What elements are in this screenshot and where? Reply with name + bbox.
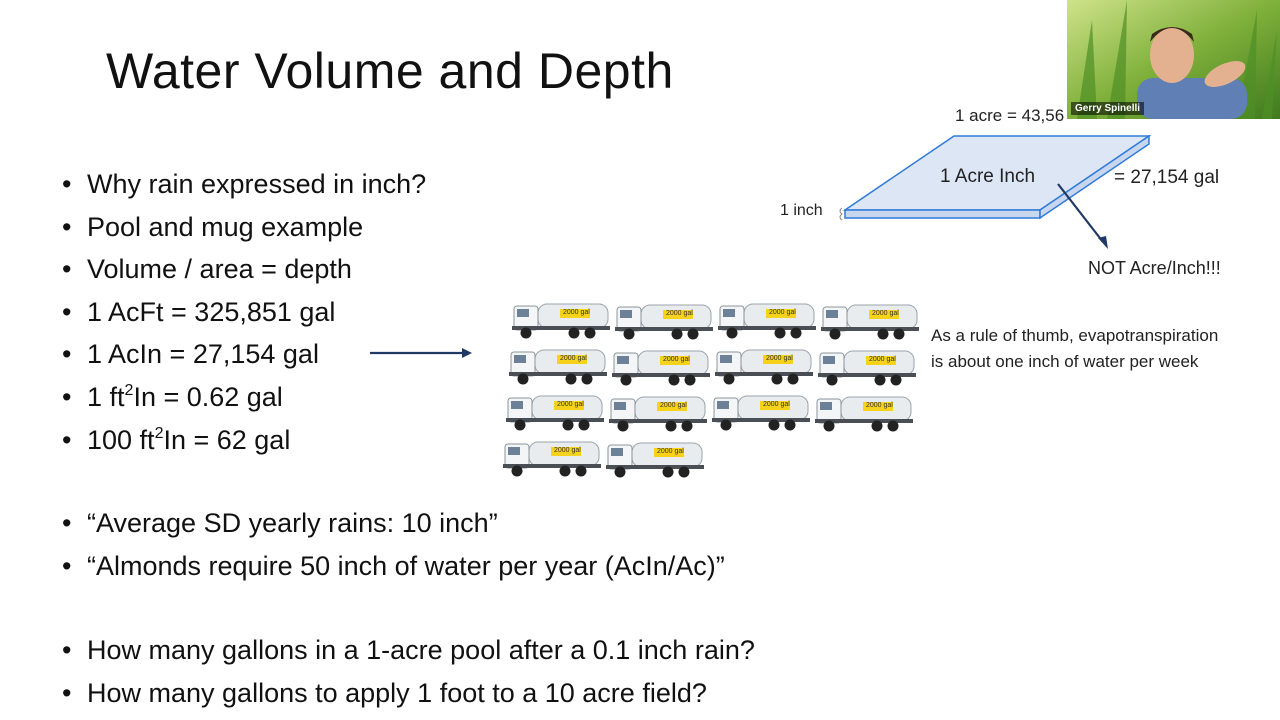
superscript: 2 (124, 381, 134, 399)
truck-capacity-label: 2000 gal (766, 355, 793, 362)
rule-of-thumb-note: As a rule of thumb, evapotranspiration i… (931, 326, 1219, 371)
bullet-text-post: In = 0.62 gal (133, 381, 283, 412)
water-truck-icon (821, 304, 919, 340)
depth-label: 1 inch (780, 202, 823, 219)
truck-capacity-label: 2000 gal (869, 356, 896, 363)
bullet-item: 1 AcFt = 325,851 gal (62, 291, 426, 334)
water-truck-icon (712, 395, 810, 431)
bullet-list-questions: How many gallons in a 1-acre pool after … (62, 629, 755, 714)
truck-capacity-label: 2000 gal (554, 447, 581, 454)
superscript: 2 (154, 424, 164, 442)
arrow-right-icon (370, 348, 472, 358)
slide-title: Water Volume and Depth (106, 43, 674, 99)
water-truck-icon (715, 349, 813, 385)
presenter-video-icon (1067, 0, 1280, 119)
bullet-list-rain-quotes: “Average SD yearly rains: 10 inch” “Almo… (62, 502, 725, 587)
bullet-item: How many gallons in a 1-acre pool after … (62, 629, 755, 672)
water-truck-icon (615, 304, 713, 340)
acre-plate-illustration (839, 134, 1152, 249)
water-truck-icon (512, 303, 610, 339)
bullet-item: Pool and mug example (62, 206, 426, 249)
bullet-list-conversions: Why rain expressed in inch? Pool and mug… (62, 163, 426, 461)
acre-area-label: 1 acre = 43,56 (955, 106, 1065, 125)
bullet-item: 1 ft2In = 0.62 gal (62, 376, 426, 419)
water-truck-icon (506, 395, 604, 431)
presenter-name-tag: Gerry Spinelli (1071, 102, 1145, 115)
truck-capacity-label: 2000 gal (560, 355, 587, 362)
water-truck-grid: 2000 gal 2000 gal 2000 gal 2000 gal 2000 gal… (500, 296, 925, 481)
water-truck-icon (612, 350, 710, 386)
truck-capacity-label: 2000 gal (763, 401, 790, 408)
bullet-text-pre: 1 ft (87, 381, 125, 412)
water-truck-icon (815, 396, 913, 432)
water-truck-icon (818, 350, 916, 386)
truck-capacity-label: 2000 gal (769, 309, 796, 316)
presenter-webcam[interactable]: Gerry Spinelli (1067, 0, 1280, 119)
bullet-item: 100 ft2In = 62 gal (62, 419, 426, 462)
bullet-item: 1 AcIn = 27,154 gal (62, 333, 426, 376)
acre-inch-label: 1 Acre Inch (940, 166, 1036, 187)
truck-capacity-label: 2000 gal (557, 401, 584, 408)
bullet-item: Volume / area = depth (62, 248, 426, 291)
truck-capacity-label: 2000 gal (666, 310, 693, 317)
bullet-item: “Average SD yearly rains: 10 inch” (62, 502, 725, 545)
bullet-item: “Almonds require 50 inch of water per ye… (62, 545, 725, 588)
truck-capacity-label: 2000 gal (872, 310, 899, 317)
water-truck-icon (606, 442, 704, 478)
bullet-text-pre: 100 ft (87, 424, 155, 455)
truck-capacity-label: 2000 gal (563, 309, 590, 316)
water-truck-icon (503, 441, 601, 477)
bullet-item: Why rain expressed in inch? (62, 163, 426, 206)
bullet-item: How many gallons to apply 1 foot to a 10… (62, 672, 755, 715)
water-truck-icon (509, 349, 607, 385)
water-truck-icon (609, 396, 707, 432)
bullet-text-post: In = 62 gal (163, 424, 291, 455)
truck-capacity-label: 2000 gal (663, 356, 690, 363)
truck-capacity-label: 2000 gal (660, 402, 687, 409)
unit-warning-label: NOT Acre/Inch!!! (1088, 258, 1221, 278)
gallons-label: = 27,154 gal (1114, 167, 1220, 188)
water-truck-icon (718, 303, 816, 339)
truck-capacity-label: 2000 gal (866, 402, 893, 409)
truck-capacity-label: 2000 gal (657, 448, 684, 455)
acre-inch-diagram: 1 acre = 43,56 1 Acre Inch = 27,154 gal … (770, 100, 1270, 300)
